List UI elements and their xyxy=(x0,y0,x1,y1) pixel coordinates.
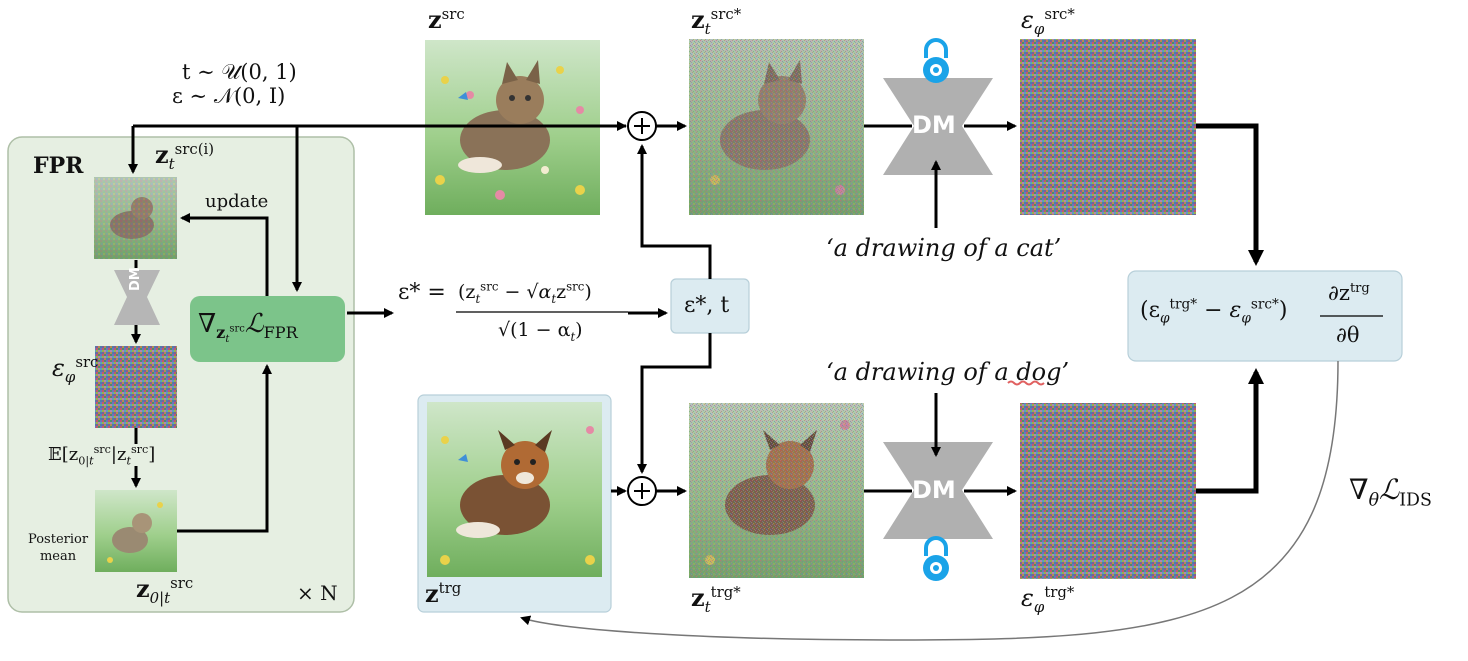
repeat-n-label: × N xyxy=(297,581,338,605)
update-label: update xyxy=(205,191,269,212)
expectation-label: 𝔼[z0|tsrc|ztsrc] xyxy=(48,443,156,468)
t-distribution: t ∼ 𝒰(0, 1) xyxy=(182,60,297,84)
connector-lines xyxy=(128,121,1017,533)
sum-node-bottom xyxy=(627,476,657,506)
eps-star-numerator: (ztsrc − √αtzsrc) xyxy=(458,279,592,306)
eps-src-star-label: εφsrc* xyxy=(1021,5,1075,38)
eps-star-lhs: ε* = xyxy=(398,280,446,305)
posterior-mean-image xyxy=(95,490,177,572)
bold-connectors xyxy=(1196,123,1264,494)
eps-trg-star-label: εφtrg* xyxy=(1021,583,1075,616)
eps-src-star-image xyxy=(1020,39,1196,215)
fpr-z-src-i-label: ztsrc(i) xyxy=(155,140,215,173)
lock-icon-top xyxy=(923,38,949,83)
eps-distribution: ε ∼ 𝒩(0, I) xyxy=(172,84,286,108)
eps-trg-star-image xyxy=(1020,403,1196,579)
z-trg-label: ztrg xyxy=(425,579,462,608)
feedback-curve xyxy=(520,360,1339,641)
prompt-cat: ‘a drawing of a cat’ xyxy=(826,234,1062,262)
eps-star-t-label: ε*, t xyxy=(684,293,730,318)
z-src-label: zsrc xyxy=(428,5,465,34)
ids-gradient-label: ∇θℒIDS xyxy=(1349,473,1432,511)
fpr-eps-src-label: εφsrc xyxy=(52,353,99,386)
ids-grad-numerator: ∂ztrg xyxy=(1328,281,1370,305)
fpr-title: FPR xyxy=(33,153,84,179)
dm-label-top: DM xyxy=(912,111,956,139)
fpr-gradient-label: ∇ztsrcℒFPR xyxy=(198,309,298,346)
fpr-gradient-box xyxy=(190,296,345,362)
dm-block-bottom xyxy=(883,442,993,539)
prompt-dog: ‘a drawing of a dog’ xyxy=(826,358,1070,386)
fpr-z-src-i-image xyxy=(94,177,177,259)
fpr-eps-src-image xyxy=(95,346,177,428)
dm-small-label: DM xyxy=(128,267,143,291)
lock-icon-bottom xyxy=(923,536,949,581)
spell-underline xyxy=(1007,380,1045,386)
z-t-src-star-label: ztsrc* xyxy=(691,5,742,38)
z-t-trg-star-label: zttrg* xyxy=(691,583,741,616)
eps-star-denominator: √(1 − αt) xyxy=(498,319,583,344)
z-t-src-star-image xyxy=(689,39,864,215)
fpr-z0-label: z0|tsrc xyxy=(136,574,194,607)
dm-label-bottom: DM xyxy=(912,476,956,504)
dm-block-top xyxy=(883,78,993,175)
ids-formula: (εφtrg* − εφsrc*) xyxy=(1140,296,1288,327)
z-t-trg-star-image xyxy=(689,403,864,578)
dm-block-small xyxy=(114,270,160,325)
ids-formula-box xyxy=(1127,270,1403,362)
z-trg-image xyxy=(427,402,602,577)
sum-node-top xyxy=(627,111,657,141)
ids-grad-denominator: ∂θ xyxy=(1336,323,1360,347)
